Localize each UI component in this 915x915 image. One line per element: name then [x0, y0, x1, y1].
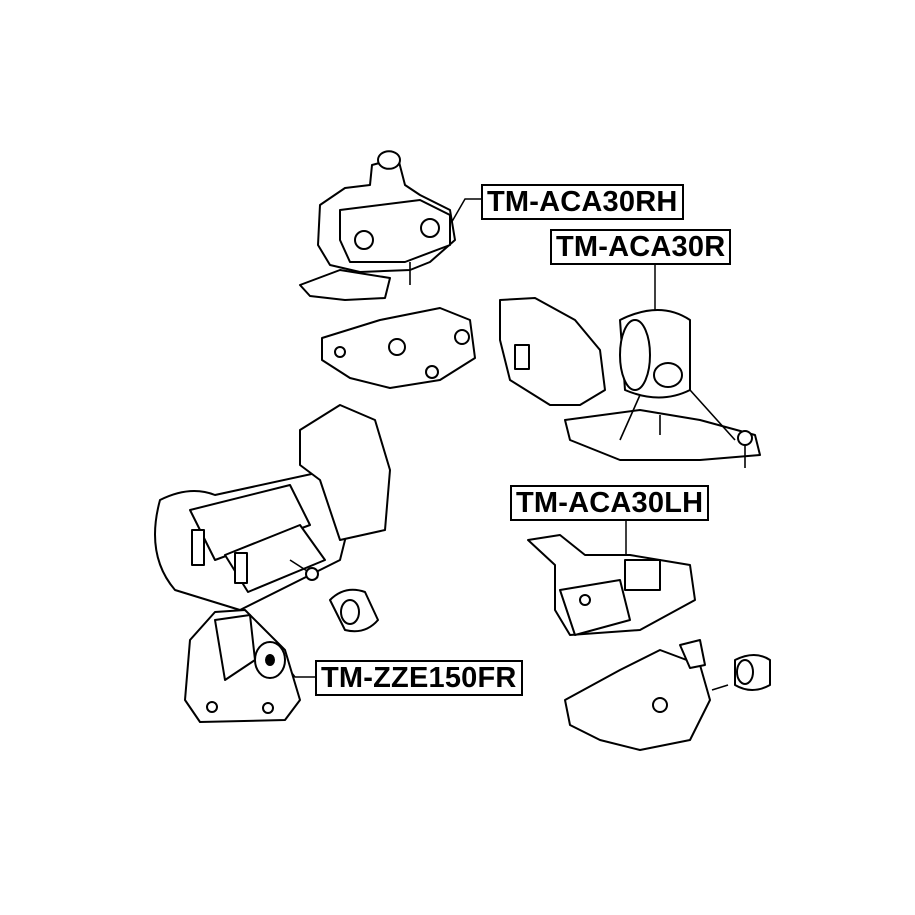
part-label-aca30r: TM-ACA30R [550, 229, 732, 265]
part-label-aca30rh: TM-ACA30RH [481, 184, 684, 220]
mount-aca30lh-drawing [527, 534, 696, 636]
mount-zze150fr-drawing [184, 609, 301, 723]
part-label-aca30lh: TM-ACA30LH [510, 485, 710, 521]
part-label-zze150fr: TM-ZZE150FR [315, 660, 523, 696]
mount-aca30r-drawing [499, 297, 761, 468]
bracket-large-drawing [154, 404, 391, 633]
mount-aca30rh-drawing [299, 150, 456, 301]
bracket-aca30rh-drawing [321, 307, 476, 389]
bracket-aca30lh-drawing [564, 639, 771, 751]
